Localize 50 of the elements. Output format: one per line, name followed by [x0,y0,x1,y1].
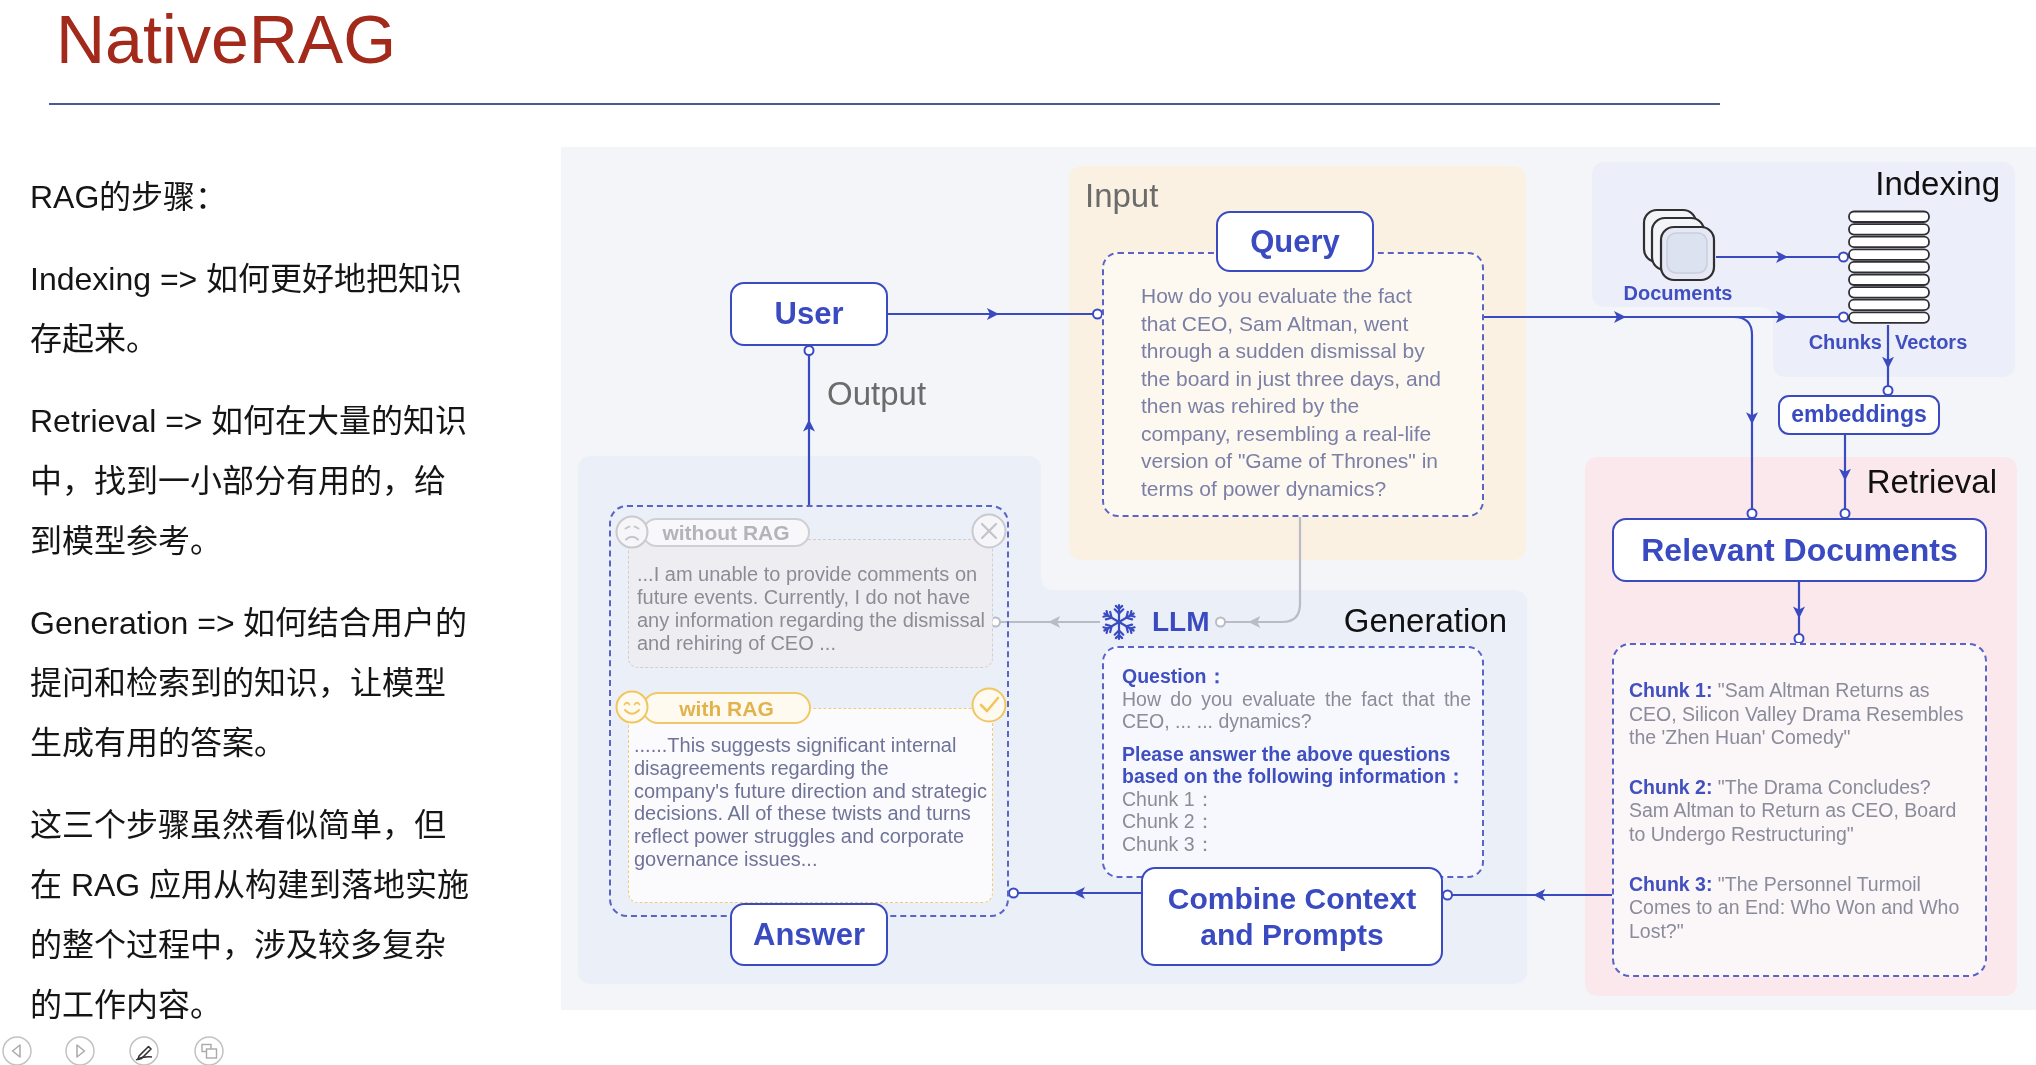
step-text: Indexing => 如何更好地把知识存起来。 [30,260,464,359]
text-card: ...I am unable to provide comments on future events. Currently, I do not have any information regarding the dismissal and rehiring of CEO ... [628,539,993,668]
text-card [1612,643,1987,977]
chunk-text: Chunk 2: "The Drama Concludes? Sam Altman to Return as CEO, Board to Undergo Restructuring" [1629,775,1958,847]
arrow [1882,325,1894,396]
process-box: Relevant Documents [1612,518,1987,582]
node-caption: Vectors [1895,330,1968,354]
arrow [1442,889,1612,901]
panel-heading: Indexing [1875,165,2000,203]
slide-title: NativeRAG [56,0,397,78]
process-box: Combine Context and Prompts [1141,867,1443,966]
section-panel [1069,166,1526,560]
text-card [1102,646,1484,878]
arrow [803,345,815,505]
arrow [990,616,1100,628]
question-text: How do you evaluate the fact that the CEO, ... ... dynamics? [1122,687,1471,733]
instruction-text: Please answer the above questions based on the following information： [1122,742,1467,788]
edge-label: Output [827,375,927,413]
arrow [1215,517,1302,628]
chunk-text: Chunk 1: "Sam Altman Returns as CEO, Silicon Valley Drama Resembles the 'Zhen Huan' Comedy" [1629,679,1965,750]
node-label: LLM [1152,605,1210,639]
node-caption: Chunks [1808,330,1882,354]
step-text: Generation => 如何结合用户的提问和检索到的知识，让模型生成有用的答案。 [30,604,469,763]
arrow [1716,251,1849,263]
dashed-frame [609,505,1009,917]
chunk-slot: Chunk 3： [1122,832,1215,855]
question-label: Question： [1122,665,1227,688]
chunk-text: Chunk 3: "The Personnel Turmoil Comes to an End: Who Won and Who Lost?" [1629,872,1961,944]
body-paragraph: 这三个步骤虽然看似简单，但在 RAG 应用从构建到落地实施的整个过程中，涉及较多复杂的工作内容。 [30,806,471,1025]
section-heading: RAG的步骤： [30,178,228,217]
panel-heading: Retrieval [1866,463,1997,501]
arrow [1008,887,1141,899]
arrow [1484,311,1734,323]
step-text: Retrieval => 如何在大量的知识中，找到一小部分有用的，给到模型参考。 [30,402,469,561]
node-caption: Documents [1623,281,1733,305]
chunk-slot: Chunk 2： [1122,810,1215,833]
panel-heading: Input [1085,177,1159,215]
panel-heading: Generation [1343,602,1507,640]
arrow [888,308,1103,320]
process-box: embeddings [1778,395,1940,435]
arrow [1839,435,1851,519]
process-box: Answer [730,903,888,966]
tag-pill: with RAG [642,692,811,724]
process-box: Query [1216,211,1374,272]
chunk-slot: Chunk 1： [1122,787,1215,810]
arrow [1732,315,1758,519]
section-panel [1585,457,2017,996]
section-panel [1592,162,2015,377]
arrow [1793,582,1805,644]
process-box: User [730,282,888,346]
